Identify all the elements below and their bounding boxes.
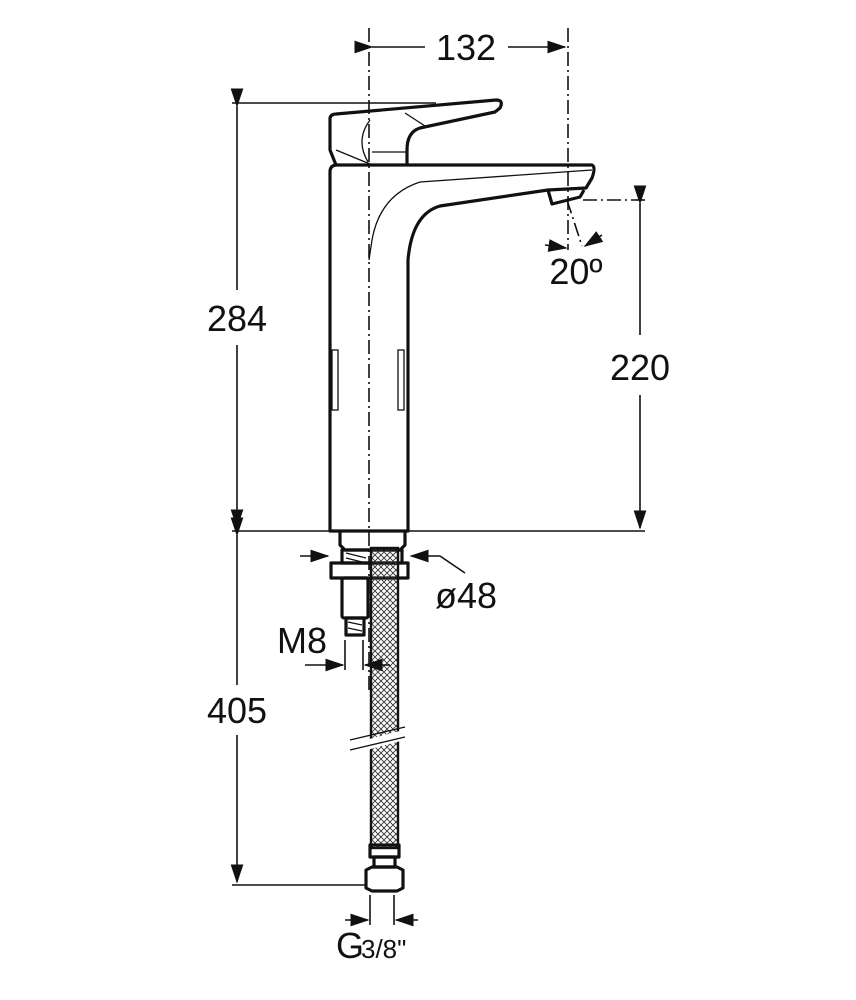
dimension-spout-angle: 20º xyxy=(544,199,604,292)
dimension-hose-connection: G 3/8" xyxy=(336,895,418,966)
label-diameter-48: ø48 xyxy=(435,575,497,616)
dimension-total-height: 284 xyxy=(207,88,436,529)
label-284: 284 xyxy=(207,298,267,339)
dimension-base-diameter: ø48 xyxy=(300,549,497,616)
dimension-spout-height: 220 xyxy=(583,185,670,530)
lever-handle xyxy=(328,98,503,166)
label-220: 220 xyxy=(610,347,670,388)
label-g-fraction: 3/8" xyxy=(361,934,406,964)
centerlines xyxy=(368,28,569,690)
label-20-degrees: 20º xyxy=(549,251,602,292)
dimension-hose-length: 405 xyxy=(207,517,365,886)
flexible-hose xyxy=(349,546,409,893)
dimension-spout-reach: 132 xyxy=(354,27,567,68)
aerator xyxy=(546,189,586,206)
faucet-body xyxy=(328,163,596,533)
label-132: 132 xyxy=(436,27,496,68)
label-m8: M8 xyxy=(277,620,327,661)
label-g: G xyxy=(336,925,364,966)
label-405: 405 xyxy=(207,690,267,731)
dimension-stud-thread: M8 xyxy=(277,620,390,672)
